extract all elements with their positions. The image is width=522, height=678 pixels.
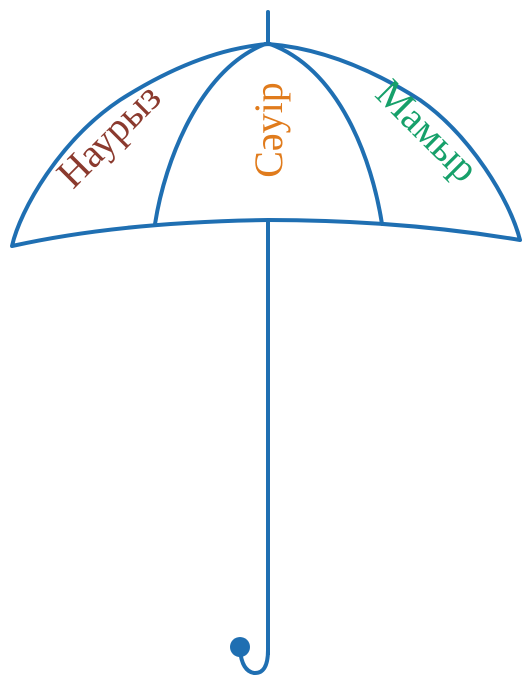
month-label-left: Наурыз: [48, 75, 170, 197]
umbrella-handle-knob: [230, 637, 250, 657]
month-label-right: Мамыр: [367, 70, 488, 191]
month-label-center: Сәуір: [246, 82, 291, 178]
